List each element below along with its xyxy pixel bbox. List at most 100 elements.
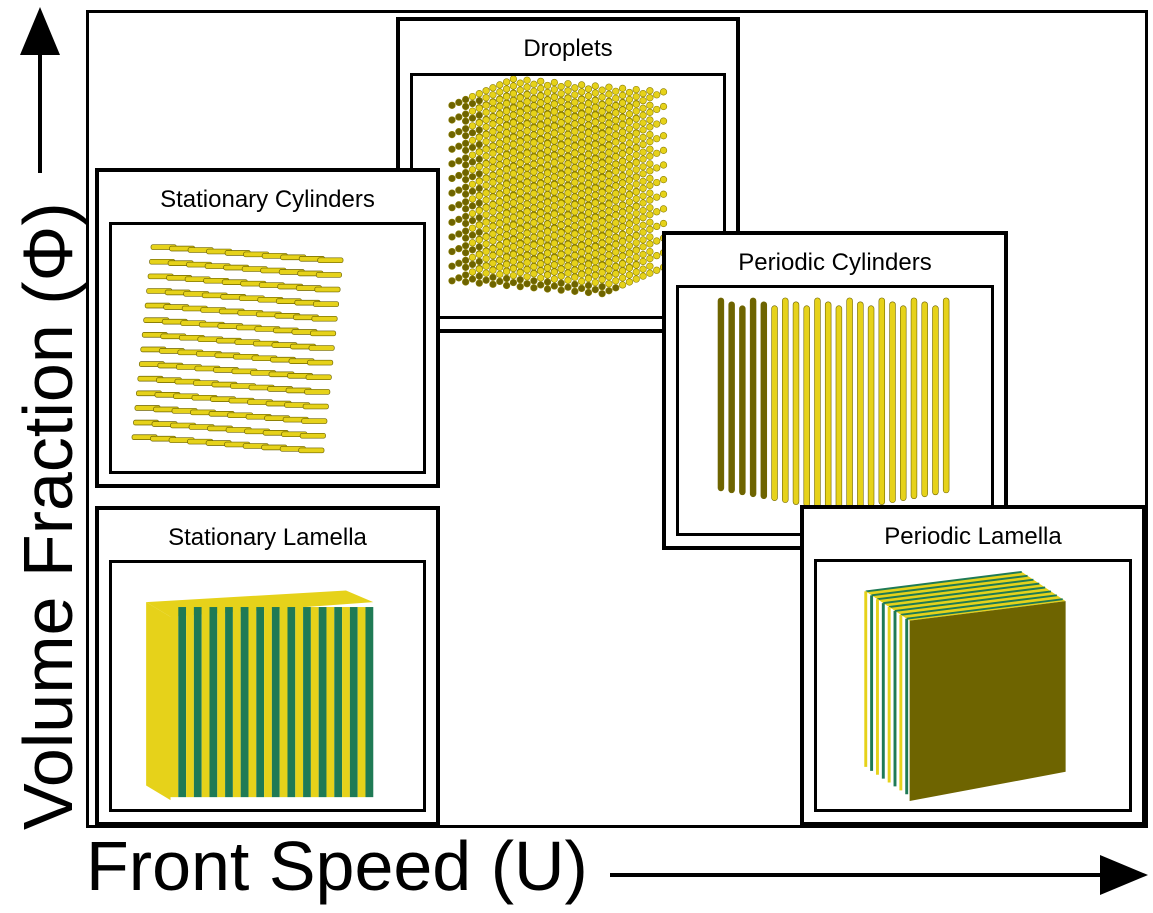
droplet-sphere [550, 268, 558, 276]
droplet-sphere [496, 270, 504, 278]
droplet-sphere [584, 260, 593, 269]
droplet-sphere [468, 151, 477, 159]
droplet-sphere [509, 111, 518, 119]
droplet-sphere [632, 151, 640, 159]
droplet-sphere [516, 269, 524, 277]
droplet-sphere [455, 98, 463, 107]
droplet-sphere [530, 277, 538, 285]
droplet-sphere [530, 183, 538, 191]
droplet-sphere [523, 135, 531, 143]
cylinder-rod [867, 305, 875, 507]
droplet-sphere [564, 174, 572, 183]
droplet-sphere [653, 237, 661, 245]
droplet-sphere [564, 138, 572, 146]
droplet-sphere [598, 203, 606, 211]
droplet-sphere [489, 84, 497, 92]
droplet-sphere [509, 278, 518, 287]
droplet-sphere [509, 163, 518, 171]
droplet-sphere [578, 139, 586, 147]
droplet-sphere [598, 145, 606, 153]
panel-periodic-lamella: Periodic Lamella [800, 505, 1146, 826]
droplet-sphere [455, 259, 463, 267]
droplet-sphere [496, 249, 504, 257]
droplet-sphere [612, 270, 620, 278]
droplet-sphere [448, 130, 456, 139]
droplet-sphere [468, 209, 477, 218]
droplet-sphere [618, 106, 627, 114]
droplet-sphere [537, 281, 545, 289]
panel-title-stationary-lamella: Stationary Lamella [168, 524, 367, 551]
droplet-sphere [584, 187, 593, 195]
droplet-sphere [502, 267, 511, 276]
droplet-sphere [502, 180, 511, 188]
droplet-sphere [462, 212, 470, 221]
panel-periodic-cylinders: Periodic Cylinders [662, 231, 1008, 550]
droplet-sphere [489, 266, 497, 274]
droplet-sphere [639, 207, 647, 215]
droplet-sphere [550, 152, 558, 160]
droplet-sphere [496, 154, 504, 162]
droplet-sphere [653, 178, 661, 187]
droplet-sphere [550, 137, 558, 145]
droplet-sphere [571, 222, 579, 231]
droplet-sphere [557, 272, 565, 280]
droplet-sphere [584, 85, 593, 93]
droplet-sphere [537, 267, 545, 275]
droplet-sphere [489, 280, 497, 288]
cylinder-rod [900, 305, 907, 501]
droplet-sphere [530, 212, 538, 220]
cylinder-rod [739, 305, 746, 496]
lamella-stripe [883, 582, 1040, 605]
droplet-sphere [502, 99, 511, 108]
droplet-sphere [646, 152, 654, 160]
droplet-sphere [502, 195, 511, 203]
droplet-sphere [537, 165, 545, 173]
droplet-sphere [468, 268, 477, 276]
droplet-sphere [543, 96, 552, 104]
droplet-sphere [496, 132, 504, 140]
droplet-sphere [496, 81, 504, 89]
droplet-sphere [496, 168, 504, 177]
droplet-sphere [530, 219, 538, 227]
droplet-sphere [598, 188, 606, 197]
droplet-sphere [564, 218, 572, 226]
droplet-sphere [612, 94, 620, 102]
droplet-sphere [646, 254, 654, 263]
droplet-sphere [462, 125, 470, 133]
droplet-sphere [571, 120, 579, 128]
droplet-sphere [509, 264, 518, 273]
droplet-sphere [571, 259, 579, 267]
droplet-sphere [591, 97, 599, 105]
droplet-sphere [496, 263, 504, 271]
droplet-sphere [496, 161, 504, 169]
droplet-sphere [618, 187, 627, 195]
droplet-sphere [468, 239, 477, 247]
droplet-sphere [612, 167, 620, 176]
cylinder-rod [299, 432, 326, 439]
droplet-sphere [639, 221, 647, 229]
droplet-sphere [557, 133, 565, 142]
droplet-sphere [489, 105, 497, 114]
droplet-sphere [543, 161, 552, 170]
droplet-sphere [598, 101, 606, 109]
droplet-sphere [482, 254, 490, 263]
droplet-sphere [509, 214, 518, 222]
droplet-sphere [618, 208, 627, 216]
droplet-sphere [598, 130, 606, 138]
droplet-sphere [632, 100, 640, 108]
droplet-sphere [625, 125, 634, 133]
lamella-stripe [365, 607, 374, 798]
panel-title-droplets: Droplets [523, 35, 613, 62]
droplet-sphere [489, 128, 497, 136]
droplet-sphere [632, 217, 640, 225]
droplet-sphere [537, 216, 545, 224]
droplet-sphere [612, 123, 620, 132]
droplet-sphere [516, 188, 524, 197]
droplet-sphere [543, 220, 552, 228]
droplet-sphere [584, 129, 593, 137]
droplet-sphere [496, 190, 504, 198]
droplet-sphere [584, 143, 593, 152]
droplet-sphere [591, 162, 599, 170]
droplet-sphere [455, 215, 463, 224]
droplet-sphere [605, 259, 613, 267]
